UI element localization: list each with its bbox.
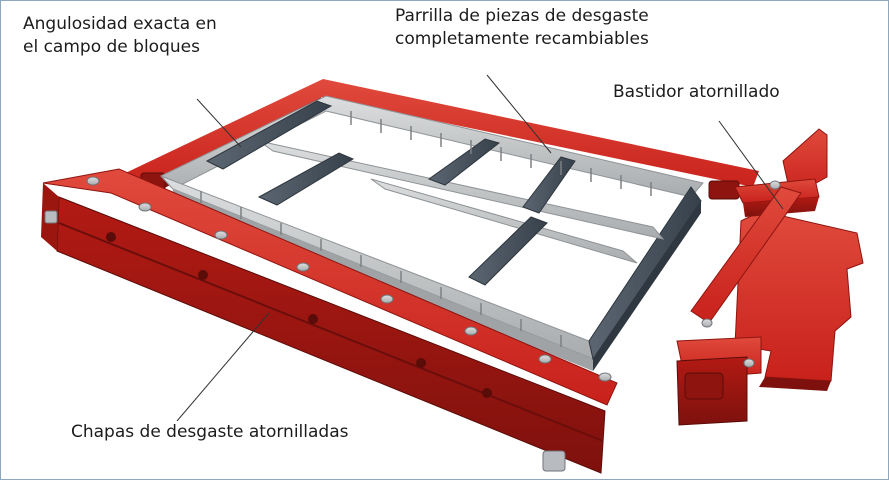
bolted-frame-parts	[676, 128, 864, 426]
front-wear-plate	[41, 168, 618, 474]
leader-line-wear-plates	[176, 312, 270, 422]
angularity-callout: Angulosidad exacta en el campo de bloque…	[23, 13, 217, 59]
grid-callout-line2: completamente recambiables	[395, 29, 649, 49]
leader-line-frame	[718, 120, 784, 210]
angularity-callout-line2: el campo de bloques	[23, 37, 200, 57]
wear-plates-callout-line1: Chapas de desgaste atornilladas	[71, 422, 349, 442]
frame-callout: Bastidor atornillado	[613, 81, 780, 104]
grid-callout: Parrilla de piezas de desgaste completam…	[395, 5, 649, 51]
wear-part-grid	[160, 95, 704, 371]
leader-line-grid	[486, 74, 552, 154]
angularity-callout-line1: Angulosidad exacta en	[23, 14, 217, 34]
leader-line-angularity	[196, 98, 242, 148]
wear-plates-callout: Chapas de desgaste atornilladas	[71, 421, 349, 444]
leader-lines	[176, 74, 784, 422]
grid-callout-line1: Parrilla de piezas de desgaste	[395, 6, 649, 26]
frame-callout-line1: Bastidor atornillado	[613, 82, 780, 102]
